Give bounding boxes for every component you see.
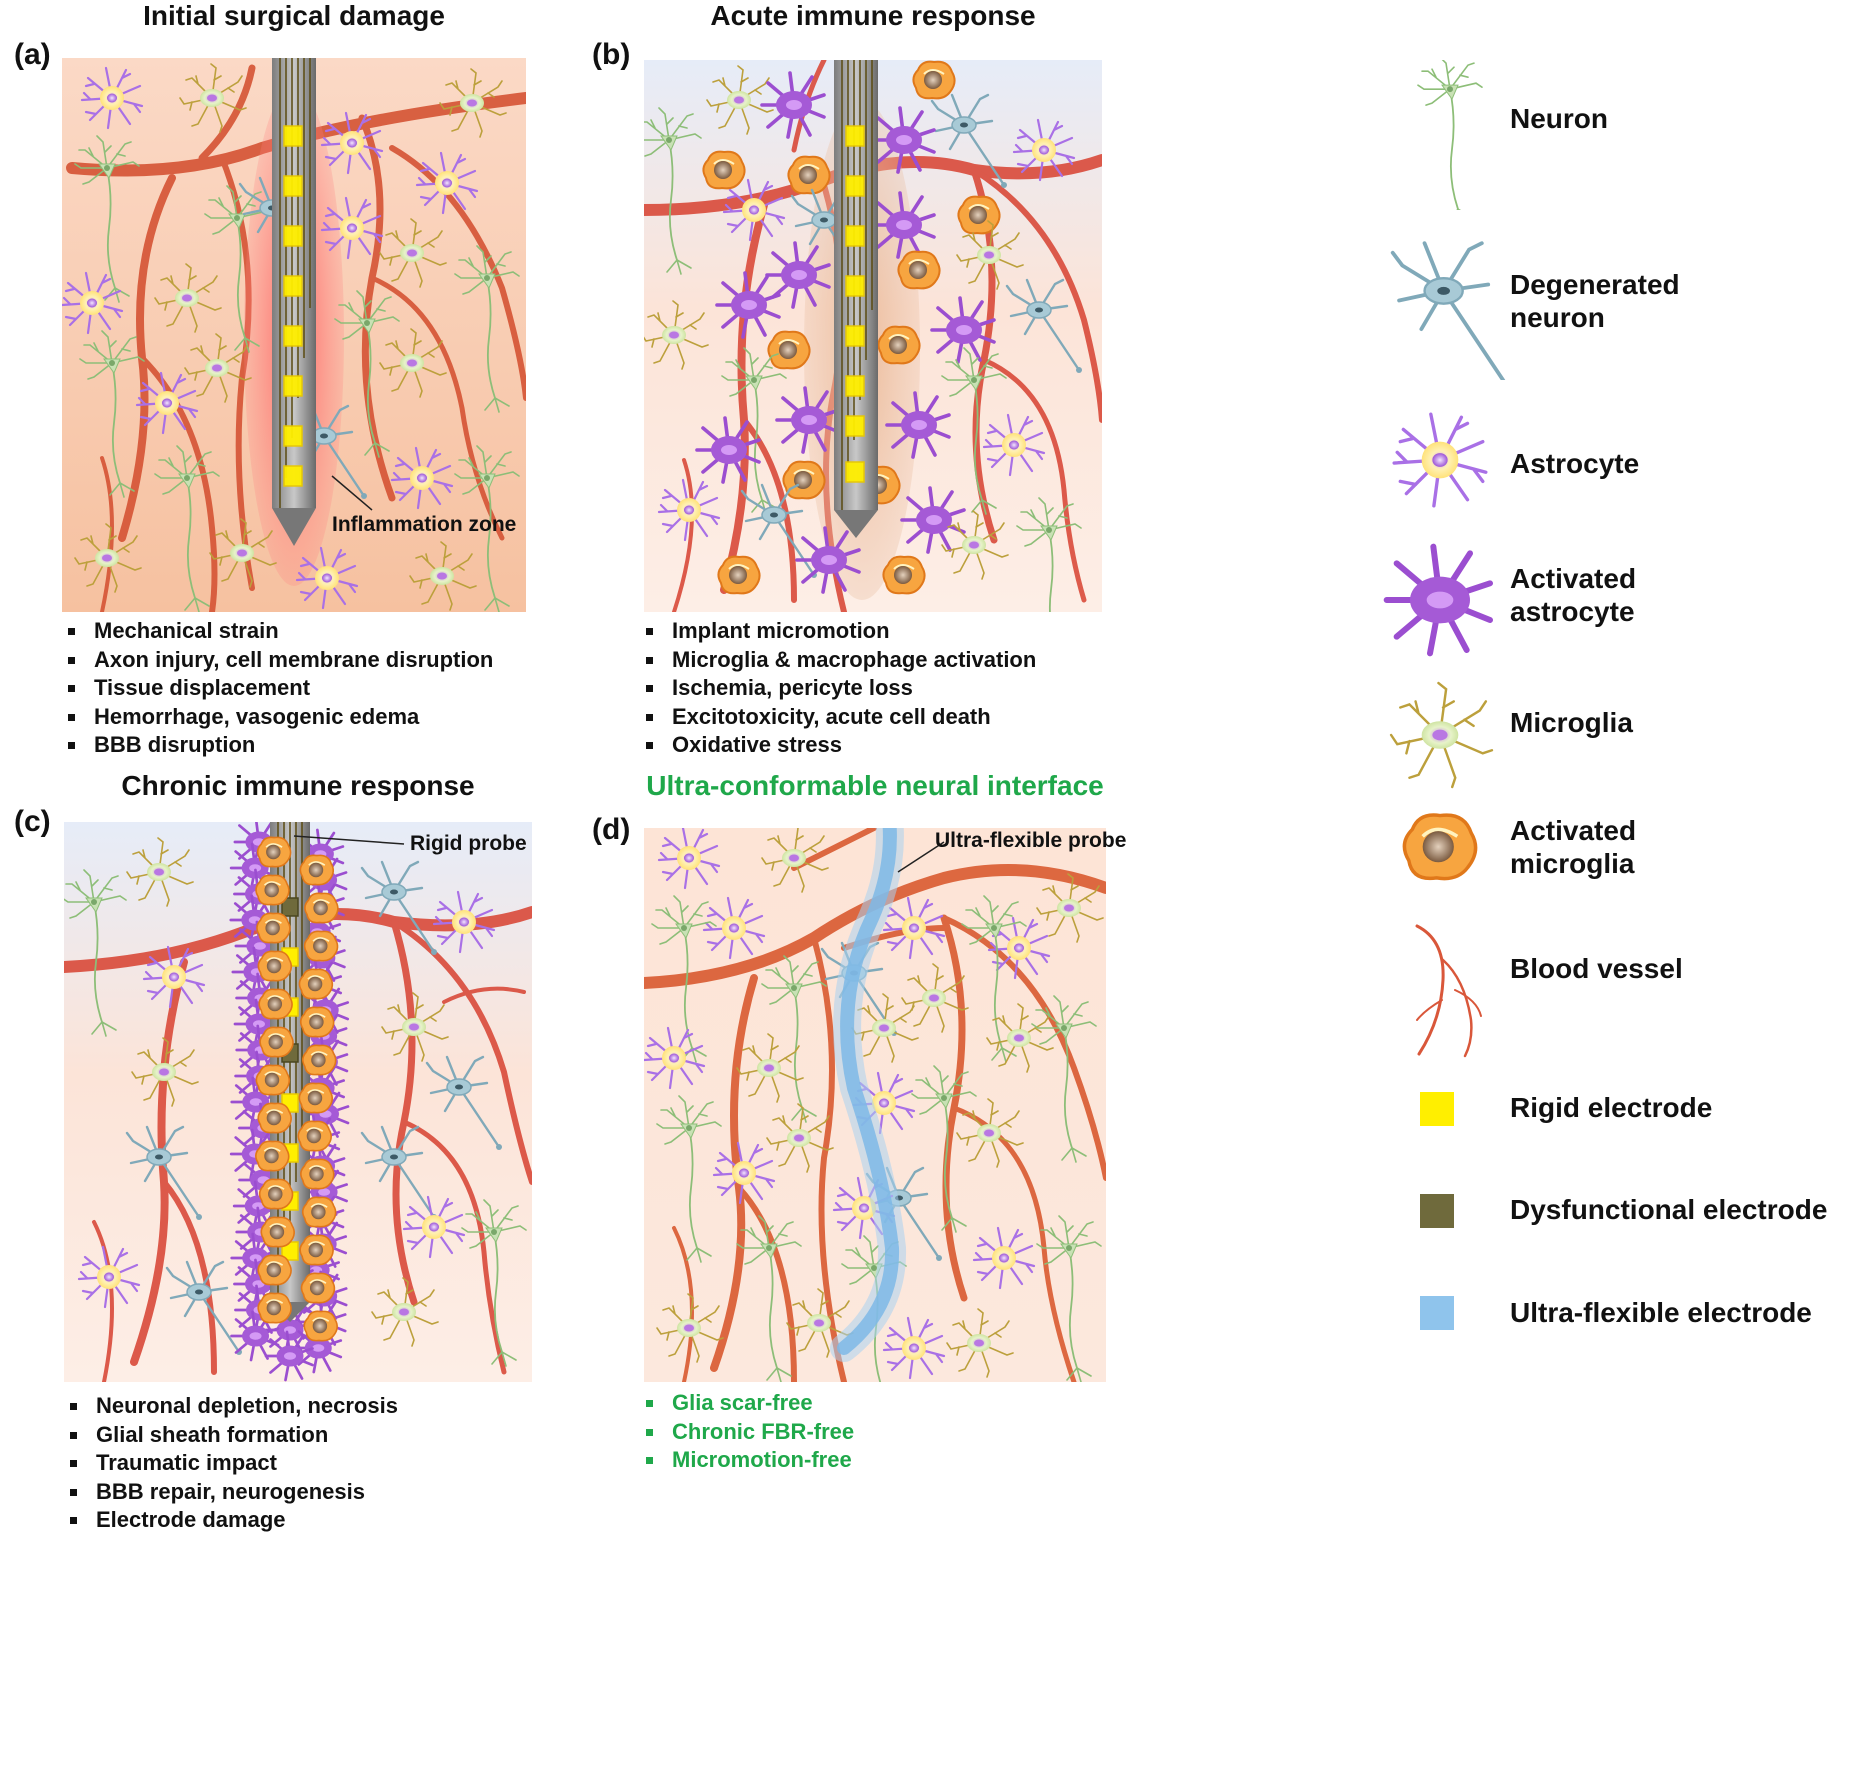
- bullet: Glial sheath formation: [64, 1421, 398, 1450]
- bullet: Tissue displacement: [62, 674, 493, 703]
- legend-label-rigid-electrode: Rigid electrode: [1510, 1092, 1713, 1123]
- bullet: Glia scar-free: [640, 1389, 854, 1418]
- panel-c-bullets: Neuronal depletion, necrosis Glial sheat…: [64, 1392, 398, 1535]
- dysfunctional-electrode-icon: [1420, 1194, 1454, 1228]
- panel-d-callout: Ultra-flexible probe: [935, 829, 1127, 852]
- panel-a-rigid-probe: [272, 58, 316, 546]
- bullet: BBB disruption: [62, 731, 493, 760]
- activated-astrocyte-icon: [1375, 540, 1505, 660]
- bullet: Hemorrhage, vasogenic edema: [62, 703, 493, 732]
- panel-a-blood-vessels: [66, 64, 526, 612]
- rigid-electrode-icon: [1420, 1092, 1454, 1126]
- panel-c-callout: Rigid probe: [410, 832, 527, 855]
- panel-d-bullets: Glia scar-free Chronic FBR-free Micromot…: [640, 1389, 854, 1475]
- bullet: BBB repair, neurogenesis: [64, 1478, 398, 1507]
- panel-a-bullets: Mechanical strain Axon injury, cell memb…: [62, 617, 493, 760]
- panel-d-title: Ultra-conformable neural interface: [646, 770, 1104, 801]
- blood-vessel-icon: [1415, 924, 1482, 1058]
- panel-c-label: (c): [14, 805, 51, 838]
- panel-b-label: (b): [592, 38, 631, 71]
- panel-b-bullets: Implant micromotion Microglia & macropha…: [640, 617, 1036, 760]
- panel-c-callout-line: [293, 835, 405, 845]
- bullet: Neuronal depletion, necrosis: [64, 1392, 398, 1421]
- legend-label-neuron: Neuron: [1510, 103, 1608, 134]
- panel-b-title: Acute immune response: [710, 0, 1036, 31]
- panel-a-callout-line: [331, 475, 373, 511]
- bullet: Oxidative stress: [640, 731, 1036, 760]
- legend-label-dysfunctional-electrode: Dysfunctional electrode: [1510, 1194, 1828, 1225]
- bullet: Axon injury, cell membrane disruption: [62, 646, 493, 675]
- neuron-icon: [1417, 60, 1483, 210]
- panel-c-illustration: [64, 822, 532, 1382]
- panel-c-title: Chronic immune response: [121, 770, 475, 801]
- bullet: Microglia & macrophage activation: [640, 646, 1036, 675]
- panel-a-title: Initial surgical damage: [143, 0, 445, 31]
- legend-label-activated-astrocyte: Activated astrocyte: [1510, 563, 1637, 627]
- panel-d-label: (d): [592, 813, 631, 846]
- bullet: Traumatic impact: [64, 1449, 398, 1478]
- legend-label-activated-microglia: Activated microglia: [1510, 815, 1637, 879]
- panel-b-illustration: [644, 60, 1102, 612]
- panel-a-illustration: [62, 58, 526, 612]
- panel-d-callout-line: [897, 841, 945, 873]
- panel-d-blood-vessels: [644, 828, 1106, 1382]
- legend-label-blood-vessel: Blood vessel: [1510, 953, 1683, 984]
- degenerated-neuron-icon: [1390, 241, 1514, 380]
- bullet: Micromotion-free: [640, 1446, 854, 1475]
- bullet: Mechanical strain: [62, 617, 493, 646]
- bullet: Implant micromotion: [640, 617, 1036, 646]
- bullet: Excitotoxicity, acute cell death: [640, 703, 1036, 732]
- activated-microglia-icon: [1402, 813, 1478, 881]
- panel-d-ultra-flexible-probe: [830, 828, 907, 1362]
- bullet: Chronic FBR-free: [640, 1418, 854, 1447]
- panel-a-callout: Inflammation zone: [332, 513, 517, 536]
- bullet: Ischemia, pericyte loss: [640, 674, 1036, 703]
- microglia-icon: [1389, 681, 1494, 789]
- legend-label-ultra-flexible-electrode: Ultra-flexible electrode: [1510, 1297, 1812, 1328]
- panel-a-label: (a): [14, 38, 51, 71]
- legend-label-degenerated-neuron: Degenerated neuron: [1510, 269, 1680, 333]
- panel-b-rigid-probe: [834, 60, 878, 538]
- bullet: Electrode damage: [64, 1506, 398, 1535]
- legend-label-microglia: Microglia: [1510, 707, 1633, 738]
- ultra-flexible-electrode-icon: [1420, 1296, 1454, 1330]
- panel-d-illustration: [644, 828, 1106, 1382]
- astrocyte-icon: [1392, 412, 1488, 508]
- legend-label-astrocyte: Astrocyte: [1510, 448, 1640, 479]
